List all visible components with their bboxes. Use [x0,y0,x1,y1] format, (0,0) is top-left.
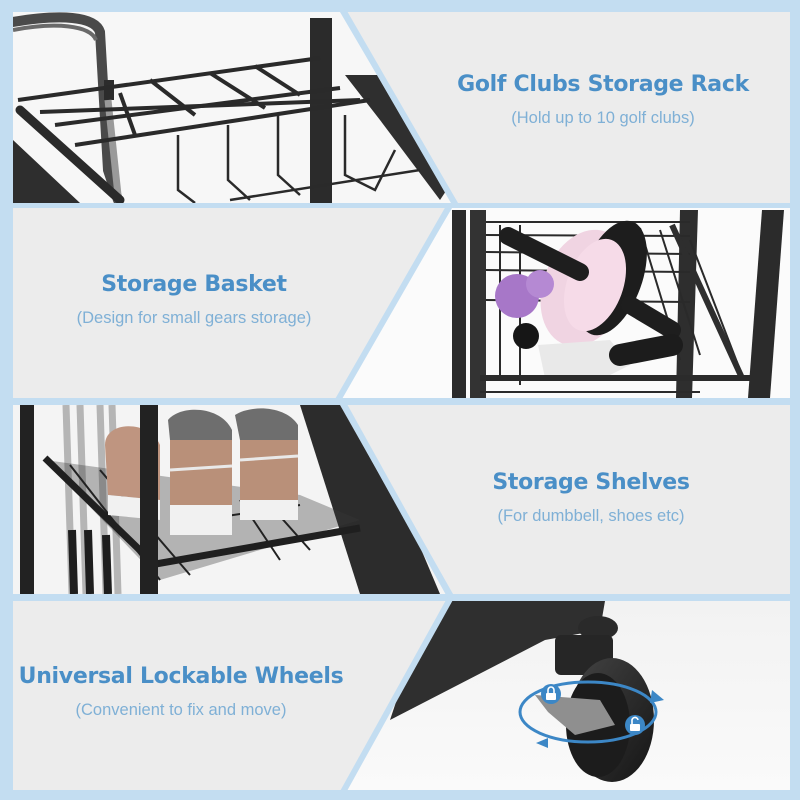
feature-subtitle: (Design for small gears storage) [76,309,312,327]
row-storage-shelves [13,401,790,598]
feature-subtitle: (Convenient to fix and move) [75,701,287,719]
lock-icon [541,684,561,704]
feature-title: Storage Basket [101,272,287,297]
unlock-icon [625,715,645,735]
feature-subtitle: (For dumbbell, shoes etc) [497,507,685,525]
row-golf-clubs-rack [13,8,790,206]
feature-subtitle: (Hold up to 10 golf clubs) [511,109,695,127]
text-panel-bg [13,208,446,398]
feature-storage-basket: Storage Basket (Design for small gears s… [77,270,312,330]
rotate-arrow-icon [518,680,658,744]
row-lockable-wheels [13,597,790,794]
text-panel-bg [346,12,790,203]
feature-title: Golf Clubs Storage Rack [457,72,749,97]
feature-golf-clubs-rack: Golf Clubs Storage Rack (Hold up to 10 g… [457,70,749,130]
text-panel-bg [13,601,446,790]
feature-lockable-wheels: Universal Lockable Wheels (Convenient to… [19,662,344,722]
feature-title: Universal Lockable Wheels [18,664,344,689]
feature-storage-shelves: Storage Shelves (For dumbbell, shoes etc… [492,468,690,528]
feature-title: Storage Shelves [492,470,690,495]
text-panel-bg [346,405,790,594]
row-storage-basket [13,203,790,402]
golf-rack-image [13,12,452,203]
